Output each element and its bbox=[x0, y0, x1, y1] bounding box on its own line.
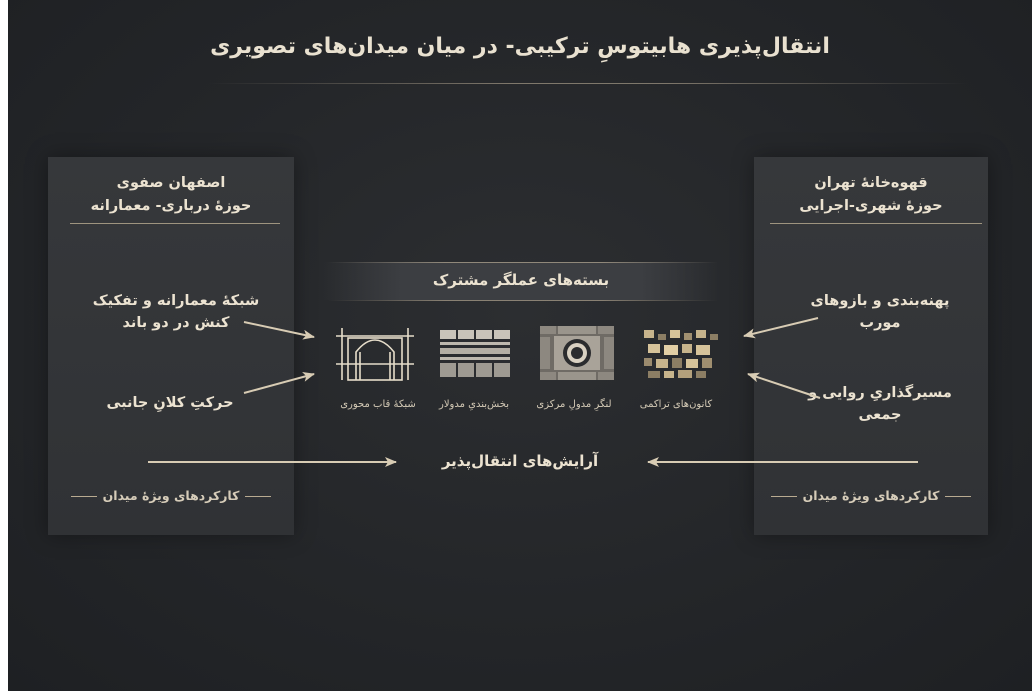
tool-label-central-anchor: لنگرِ مدولِ مرکزی bbox=[536, 399, 612, 410]
transferable-arrangements-label: آرایش‌های انتقال‌پذیر bbox=[441, 452, 599, 470]
right-panel: قهوه‌خانهٔ تهران حوزهٔ شهری-اجرایی کارکر… bbox=[754, 157, 988, 535]
footer-line bbox=[245, 496, 272, 497]
right-label-1-line-1: پهنه‌بندی و بازوهای bbox=[810, 293, 950, 309]
diagram-title: انتقال‌پذیری هابیتوسِ ترکیبی- در میان می… bbox=[210, 34, 830, 59]
right-panel-divider bbox=[770, 223, 982, 224]
modular-segmentation-icon bbox=[440, 330, 510, 377]
left-panel-footer-text: کارکردهای ویژهٔ میدان bbox=[102, 488, 240, 503]
diagram-canvas: انتقال‌پذیری هابیتوسِ ترکیبی- در میان می… bbox=[8, 0, 1032, 691]
right-label-2-line-1: مسیرگذاریِ روایی و bbox=[808, 385, 952, 401]
diagram-graphics bbox=[148, 317, 918, 482]
left-label-1-line-2: کنش در دو باند bbox=[122, 315, 230, 331]
density-foci-icon bbox=[644, 330, 718, 378]
right-panel-footer-text: کارکردهای ویژهٔ میدان bbox=[802, 488, 940, 503]
right-panel-title: قهوه‌خانهٔ تهران bbox=[814, 175, 928, 191]
title-divider bbox=[208, 83, 968, 84]
left-label-architectural-grid: شبکهٔ معمارانه و تفکیک کنش در دو باند bbox=[66, 290, 286, 334]
left-panel: اصفهان صفوی حوزهٔ درباری- معمارانه کارکر… bbox=[48, 157, 294, 535]
left-panel-title: اصفهان صفوی bbox=[116, 175, 226, 191]
footer-line bbox=[770, 496, 797, 497]
shared-header-top-rule bbox=[328, 262, 718, 263]
arrow-right-upper bbox=[743, 317, 819, 339]
left-label-lateral-movement: حرکتِ کلانِ جانبی bbox=[106, 395, 234, 411]
left-panel-footer: کارکردهای ویژهٔ میدان bbox=[48, 488, 294, 503]
left-panel-divider bbox=[70, 223, 280, 224]
shared-operators-header: بسته‌های عملگر مشترک bbox=[322, 262, 720, 300]
shared-header-bottom-rule bbox=[328, 300, 718, 301]
right-panel-footer: کارکردهای ویژهٔ میدان bbox=[754, 488, 988, 503]
left-label-1-line-1: شبکهٔ معمارانه و تفکیک bbox=[92, 293, 260, 309]
arrow-right-lower bbox=[747, 372, 821, 399]
right-label-2-line-2: جمعی bbox=[858, 407, 902, 423]
right-label-zoning: پهنه‌بندی و بازوهای مورب bbox=[780, 290, 980, 334]
left-panel-subtitle: حوزهٔ درباری- معمارانه bbox=[90, 198, 252, 214]
footer-line bbox=[70, 496, 97, 497]
right-panel-subtitle: حوزهٔ شهری-اجرایی bbox=[799, 198, 943, 214]
tool-label-axial-frame: شبکهٔ قاب محوری bbox=[340, 399, 416, 410]
right-label-1-line-2: مورب bbox=[859, 315, 901, 331]
central-module-anchor-icon bbox=[540, 326, 614, 380]
right-label-narrative-path: مسیرگذاریِ روایی و جمعی bbox=[780, 382, 980, 426]
tool-label-modular: بخش‌بندیِ مدولار bbox=[438, 399, 509, 410]
arrow-left-lower bbox=[243, 372, 315, 394]
footer-line bbox=[945, 496, 972, 497]
shared-operators-title: بسته‌های عملگر مشترک bbox=[432, 271, 610, 289]
tool-label-density: کانون‌های تراکمی bbox=[639, 399, 713, 410]
axial-frame-grid-icon bbox=[336, 328, 414, 381]
arrow-left-upper bbox=[243, 321, 315, 340]
